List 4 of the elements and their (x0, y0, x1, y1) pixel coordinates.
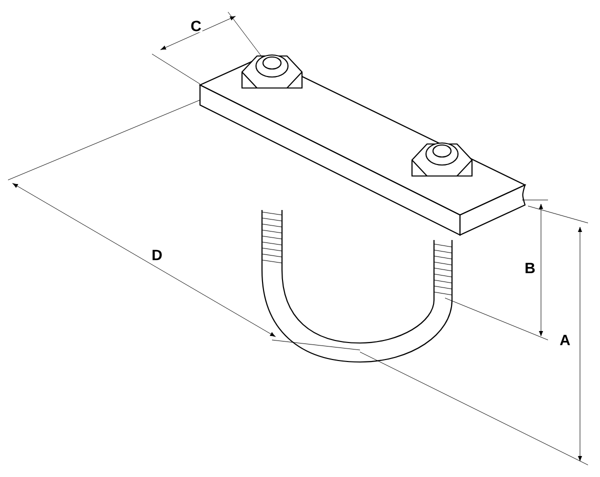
dimension-label: D (150, 248, 164, 262)
dimension-label: B (524, 262, 536, 274)
dimension-label: C (190, 20, 202, 32)
dimension-label: A (558, 334, 572, 346)
